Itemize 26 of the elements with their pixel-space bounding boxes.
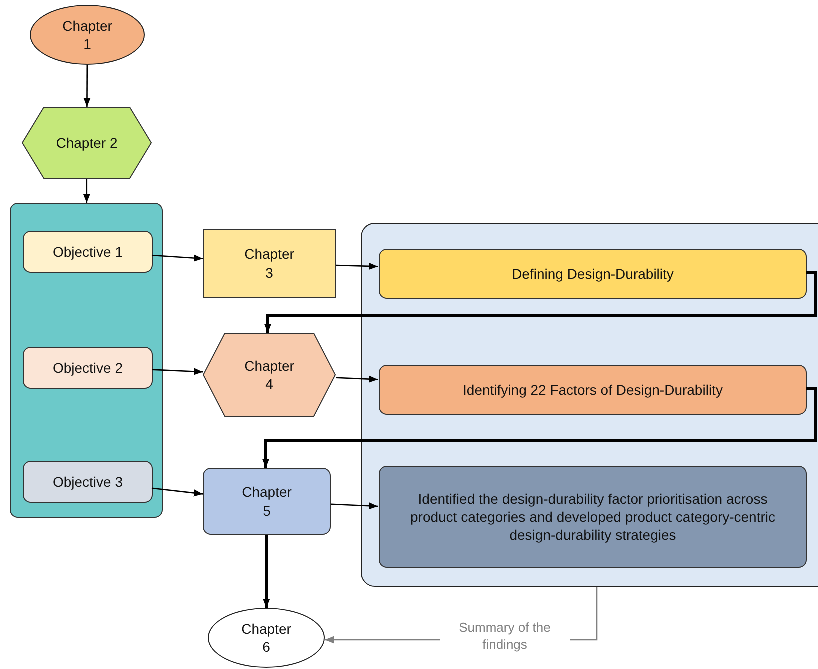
arrow [83, 179, 90, 203]
arrow [264, 272, 818, 333]
outcome-box: Identified the design-durability factor prioritisation across product categories and developed product category-centric design-durability strategies [379, 466, 807, 568]
arrow [152, 488, 204, 497]
arrow [84, 65, 91, 107]
chapter-hexagon: Chapter 4 [203, 333, 336, 417]
objective-box: Objective 2 [23, 347, 153, 389]
edge-label: Summary of the findings [440, 620, 570, 654]
outcomes-panel [361, 223, 818, 587]
chapter-box: Chapter 3 [203, 229, 336, 298]
arrow [336, 376, 378, 383]
arrow [330, 502, 378, 510]
objectives-panel [10, 203, 163, 518]
objective-box: Objective 3 [23, 461, 153, 503]
arrow [263, 535, 270, 608]
arrow [336, 262, 378, 270]
chapter-ellipse: Chapter 6 [208, 608, 325, 668]
outcome-box: Identifying 22 Factors of Design-Durability [379, 365, 807, 415]
arrow [152, 368, 204, 376]
arrow [262, 388, 818, 468]
arrow [152, 254, 204, 262]
chapter-ellipse: Chapter 1 [30, 5, 145, 65]
chapter-box: Chapter 5 [203, 468, 331, 535]
objective-box: Objective 1 [23, 231, 153, 273]
outcome-box: Defining Design-Durability [379, 249, 807, 299]
chapter-hexagon: Chapter 2 [22, 107, 152, 179]
